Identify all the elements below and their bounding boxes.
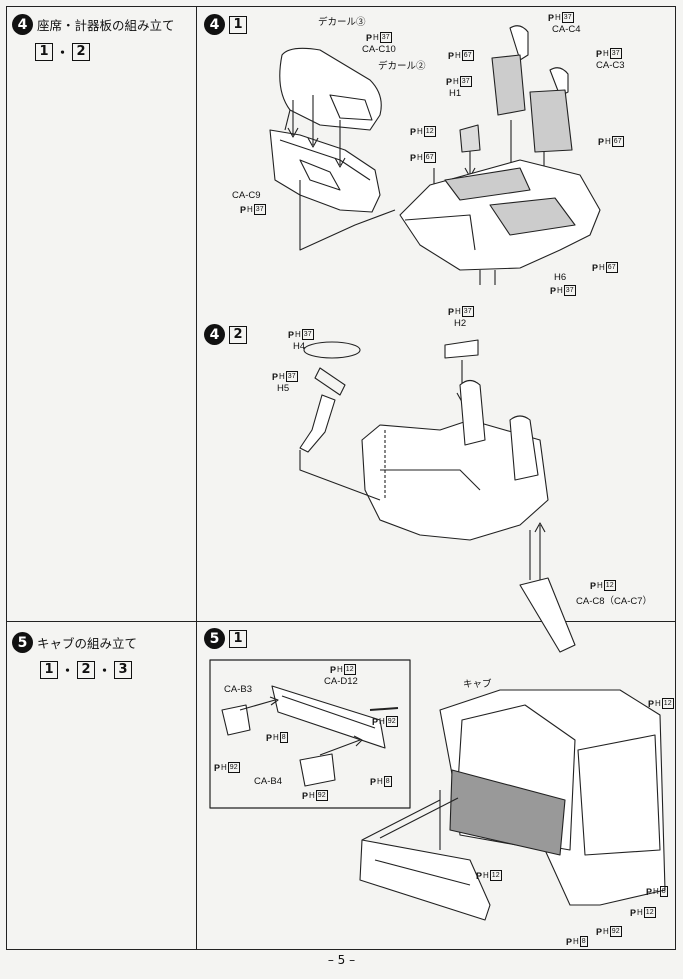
label-ca-c8: CA-C8（CA-C7） xyxy=(576,596,653,607)
step5-substep-1: 1 xyxy=(40,660,58,679)
dashboard-top-part xyxy=(279,47,382,131)
step4-substep-1: 1 xyxy=(35,42,53,61)
label-ca-b3: CA-B3 xyxy=(224,684,252,695)
column-divider xyxy=(196,6,197,950)
section-divider xyxy=(6,621,676,622)
step4-substeps: 1 ・ 2 xyxy=(35,42,91,61)
panel-4-2-sub: 2 xyxy=(229,325,247,344)
label-cab: キャブ xyxy=(463,679,492,690)
panel-5-1-sub: 1 xyxy=(229,629,247,648)
panel-4-1-number: 4 xyxy=(204,14,225,35)
label-ca-c3: CA-C3 xyxy=(596,60,625,71)
part-h2 xyxy=(444,339,479,403)
panel-4-2-heading: 4 2 xyxy=(204,324,247,345)
panel-4-1-heading: 4 1 xyxy=(204,14,247,35)
page-frame xyxy=(6,6,676,950)
front-grille-ca-d12 xyxy=(359,797,491,921)
label-decal-3: デカール③ xyxy=(318,17,366,28)
panel-5-1-heading: 5 1 xyxy=(204,628,247,649)
label-ca-b4: CA-B4 xyxy=(254,776,282,787)
step5-substeps: 1 ・ 2 ・ 3 xyxy=(40,660,133,679)
step5-number: 5 xyxy=(12,632,33,653)
steering-wheel-h4 xyxy=(303,341,361,396)
panel-5-1-number: 5 xyxy=(204,628,225,649)
page-number: – 5 – xyxy=(327,953,356,967)
label-ca-c9: CA-C9 xyxy=(232,190,261,201)
cab-interior-assembled xyxy=(299,379,549,541)
grille-detail-box xyxy=(209,659,411,809)
label-h2: H2 xyxy=(454,318,467,329)
label-h1: H1 xyxy=(449,88,462,99)
label-ca-c4: CA-C4 xyxy=(552,24,581,35)
step4-heading: 4 座席・計器板の組み立て xyxy=(12,14,175,35)
label-decal-2: デカール② xyxy=(378,61,426,72)
step5-substep-3: 3 xyxy=(114,660,133,679)
step4-number: 4 xyxy=(12,14,33,35)
label-h5: H5 xyxy=(277,383,290,394)
seat-ca-c4 xyxy=(491,25,529,116)
step4-substep-2: 2 xyxy=(72,42,91,61)
cab-panel-ca-c8 xyxy=(519,522,576,653)
step4-title: 座席・計器板の組み立て xyxy=(37,18,175,33)
steering-column-h5 xyxy=(299,394,336,453)
seat-ca-c3 xyxy=(529,67,573,153)
label-h4: H4 xyxy=(293,341,306,352)
panel-4-2-number: 4 xyxy=(204,324,225,345)
step5-title: キャブの組み立て xyxy=(37,636,138,651)
step5-heading: 5 キャブの組み立て xyxy=(12,632,137,653)
cab-body xyxy=(439,689,666,906)
label-ca-d12: CA-D12 xyxy=(324,676,358,687)
cab-floor-h6 xyxy=(399,124,601,285)
dashboard-lower-part xyxy=(269,129,381,213)
label-ca-c10: CA-C10 xyxy=(362,44,396,55)
step5-substep-2: 2 xyxy=(77,660,96,679)
panel-4-1-sub: 1 xyxy=(229,15,247,34)
label-h6: H6 xyxy=(554,272,567,283)
